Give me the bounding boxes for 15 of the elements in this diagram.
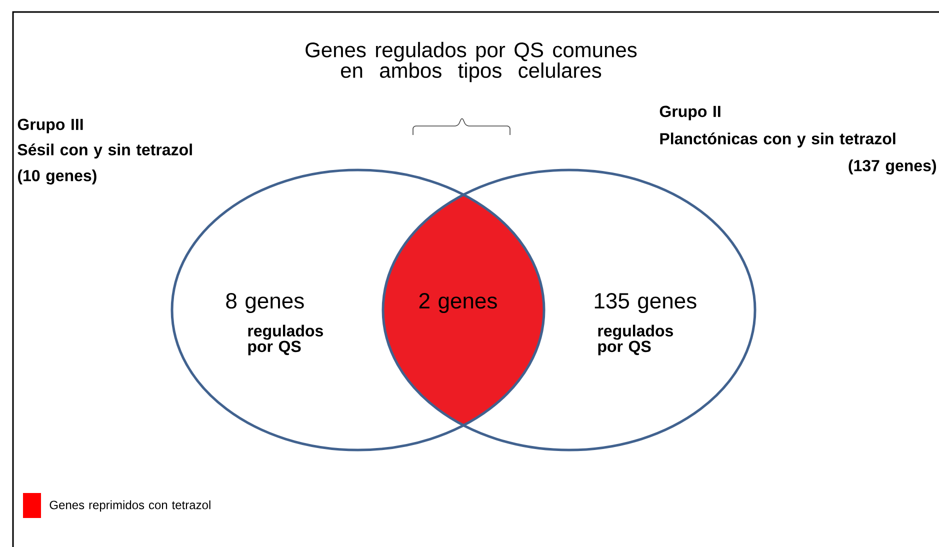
group-label: Planctónicas con y sin tetrazol — [660, 132, 896, 148]
group-label: (137 genes) — [848, 160, 936, 174]
intersection-region: 2 genes — [383, 170, 544, 450]
bracket-label: Genes regulados por QS comunes en ambos tipos celulares — [306, 42, 637, 82]
set-count: 135 genes — [594, 293, 696, 313]
group-label: Grupo III — [18, 118, 83, 134]
set-description: regulados por QS — [248, 324, 323, 356]
group-label: Grupo II — [660, 106, 720, 120]
set-ellipse — [382, 168, 756, 452]
set-count: 8 genes — [226, 293, 304, 313]
set-ellipse — [170, 168, 546, 452]
set-description: regulados por QS — [598, 324, 673, 356]
group-label: (10 genes) — [18, 170, 96, 184]
legend-label: Genes reprimidos con tetrazol — [50, 500, 210, 512]
group-label: Sésil con y sin tetrazol — [18, 143, 192, 159]
